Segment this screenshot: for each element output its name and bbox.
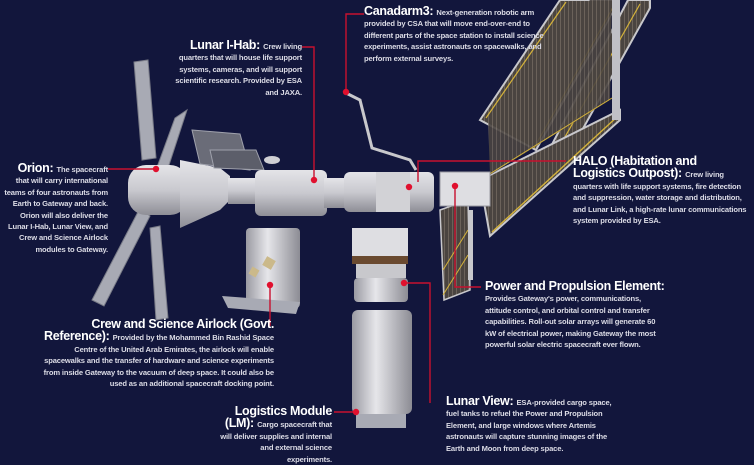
callout-title: Lunar I-Hab:: [189, 38, 264, 52]
callout-lines: [108, 13, 566, 413]
callout-ppe: Power and Propulsion Element: Provides G…: [485, 279, 665, 350]
callout-title: Lunar View:: [446, 394, 517, 408]
callout-title: HALO (Habitation and Logistics Outpost):: [573, 154, 697, 181]
orion-solar-arrays: [91, 59, 188, 321]
callout-lunar-ihab: Lunar I-Hab: Crew living quarters that w…: [170, 38, 302, 98]
ppe-leader: [454, 186, 481, 288]
callout-canadarm3: Canadarm3: Next-generation robotic arm p…: [364, 4, 544, 64]
callout-dots: [152, 88, 459, 416]
canadarm3: [343, 90, 418, 171]
callout-title: Crew and Science Airlock (Govt. Referenc…: [43, 317, 274, 344]
callout-title: Canadarm3:: [364, 4, 437, 18]
callout-text: Crew living quarters that will house lif…: [175, 42, 302, 97]
callout-title: Power and Propulsion Element:: [485, 279, 665, 293]
callout-text: Cargo spacecraft that will deliver suppl…: [220, 420, 332, 464]
logistics-module: [352, 310, 412, 428]
lunar-view-module: [352, 228, 408, 302]
callout-title: Logistics Module (LM):: [224, 404, 332, 431]
callout-halo: HALO (Habitation and Logistics Outpost):…: [573, 154, 751, 226]
callout-orion: Orion: The spacecraft that will carry in…: [4, 161, 108, 255]
callout-text: Next-generation robotic arm provided by …: [364, 8, 544, 63]
halo-leader: [417, 160, 566, 182]
callout-logistics: Logistics Module (LM): Cargo spacecraft …: [214, 404, 332, 465]
lunar-ihab-module: [255, 156, 346, 216]
halo-module: [344, 172, 434, 212]
callout-lunar-view: Lunar View: ESA-provided cargo space, fu…: [446, 394, 616, 454]
canadarm3-leader: [345, 13, 364, 92]
callout-text: Crew living quarters with life support s…: [573, 170, 747, 226]
ppe-module: [439, 171, 491, 207]
ihab-leader: [302, 46, 315, 180]
callout-text: Provided by the Mohammed Bin Rashid Spac…: [43, 333, 275, 389]
airlock-module: [222, 228, 300, 314]
callout-text: ESA-provided cargo space, fuel tanks to …: [446, 398, 612, 453]
ppe-solar-array-lower: [439, 198, 473, 302]
lunar-view-leader: [404, 282, 431, 403]
callout-text: The spacecraft that will carry internati…: [4, 165, 108, 254]
callout-title: Orion:: [17, 161, 57, 175]
orion-spacecraft: [128, 129, 265, 228]
ppe-solar-array-upper: [478, 0, 651, 238]
callout-airlock: Crew and Science Airlock (Govt. Referenc…: [40, 317, 275, 389]
callout-text: Provides Gateway's power, communications…: [485, 294, 656, 350]
